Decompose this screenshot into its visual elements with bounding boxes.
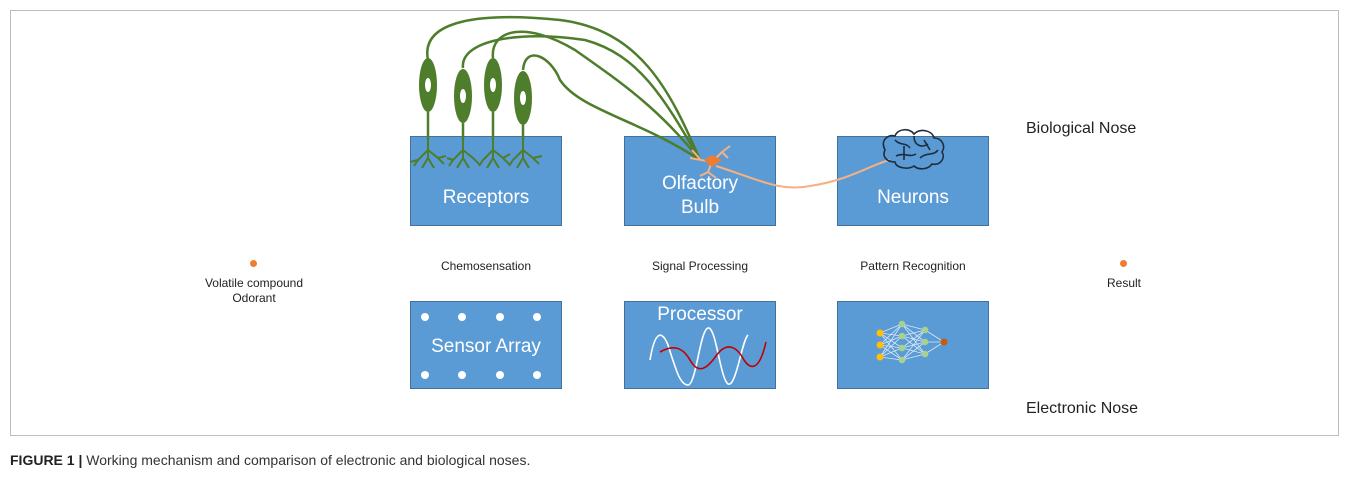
- receptors-box: Receptors: [410, 136, 562, 226]
- stage-signal-processing: Signal Processing: [651, 259, 749, 273]
- input-label-line2: Odorant: [232, 291, 276, 305]
- neurons-label: Neurons: [877, 187, 949, 208]
- axon-2: [461, 34, 702, 161]
- sensor-dot: [496, 371, 504, 379]
- sensor-dot: [458, 371, 466, 379]
- output-dot: [1120, 260, 1127, 267]
- olfactory-bulb-label-line1: Olfactory: [661, 173, 739, 194]
- row-label-biological: Biological Nose: [1026, 120, 1137, 137]
- diagram-graphics: [409, 15, 948, 386]
- row-label-electronic: Electronic Nose: [1026, 400, 1139, 417]
- mitral-cell-body: [704, 155, 722, 167]
- output-label: Result: [1106, 276, 1141, 290]
- figure-frame: [10, 10, 1339, 436]
- sensor-dot: [458, 313, 466, 321]
- sensor-dot: [421, 313, 429, 321]
- input-dot: [250, 260, 257, 267]
- caption-prefix: FIGURE 1 |: [10, 452, 83, 468]
- input-label-line1: Volatile compound: [204, 276, 304, 290]
- sensor-dot: [496, 313, 504, 321]
- white-wave: [649, 327, 749, 386]
- sensor-dot: [421, 371, 429, 379]
- olfactory-bulb-label-line2: Bulb: [680, 197, 720, 218]
- sensor-array-label: Sensor Array: [431, 336, 541, 357]
- axon-1: [426, 15, 702, 161]
- figure-caption: FIGURE 1 | Working mechanism and compari…: [10, 452, 530, 468]
- receptor-cell-2: [454, 69, 472, 140]
- olfactory-bulb-box: Olfactory Bulb: [624, 136, 776, 226]
- stage-pattern-recognition: Pattern Recognition: [860, 259, 966, 273]
- brain-icon: [882, 128, 945, 170]
- mitral-cell: [689, 145, 891, 189]
- caption-text: Working mechanism and comparison of elec…: [82, 452, 531, 468]
- axon-to-neurons: [715, 159, 891, 189]
- receptors-label: Receptors: [442, 187, 530, 208]
- receptor-cell-3: [484, 58, 502, 140]
- neural-network-icon: [876, 320, 948, 364]
- sensor-dot: [533, 313, 541, 321]
- processor-label: Processor: [657, 304, 743, 325]
- sensor-dots: [421, 313, 541, 379]
- axon-4: [521, 54, 701, 162]
- axon-lines: [426, 15, 702, 162]
- receptor-dendrites: [409, 140, 543, 169]
- red-wave: [659, 341, 767, 370]
- axon-3: [491, 30, 701, 161]
- receptor-cells: [419, 58, 532, 140]
- sensor-dot: [533, 371, 541, 379]
- stage-chemosensation: Chemosensation: [440, 259, 532, 273]
- neurons-box: Neurons: [837, 136, 989, 226]
- receptor-cell-1: [419, 58, 437, 140]
- receptor-cell-4: [514, 71, 532, 140]
